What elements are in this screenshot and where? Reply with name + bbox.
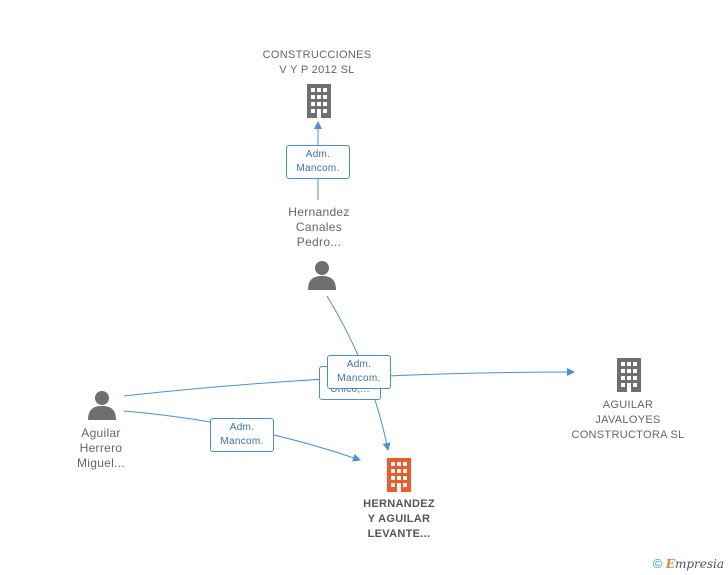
node-label-line: Hernandez: [288, 205, 350, 219]
edge-label-top[interactable]: Adm. Mancom.: [286, 145, 350, 179]
brand-logo: Empresia: [666, 557, 724, 571]
edge-label-line: Mancom.: [296, 163, 340, 174]
building-icon[interactable]: [614, 358, 644, 392]
node-label-line: Pedro...: [296, 235, 342, 249]
node-label-line: Y AGUILAR: [367, 513, 431, 525]
person-icon[interactable]: [307, 260, 337, 290]
footer-brand: © Empresia: [653, 556, 724, 571]
brand-rest: mpresia: [674, 557, 724, 571]
node-label-line: V Y P 2012 SL: [279, 64, 355, 76]
node-label-line: AGUILAR: [602, 399, 654, 411]
edge-label-line: Mancom.: [337, 373, 381, 384]
edge-label-middle-front[interactable]: Adm. Mancom.: [327, 355, 391, 389]
edge-label-line: Adm.: [346, 359, 372, 370]
edge-label-line: Adm.: [229, 422, 255, 433]
node-label-line: Aguilar: [81, 426, 121, 440]
node-label-hernandez-aguilar[interactable]: HERNANDEZ Y AGUILAR LEVANTE...: [340, 497, 458, 542]
node-label-line: LEVANTE...: [367, 528, 431, 540]
node-label-line: Herrero: [79, 441, 123, 455]
edge-label-line: Adm.: [305, 149, 331, 160]
node-label-aguilar-herrero[interactable]: Aguilar Herrero Miguel...: [56, 426, 146, 471]
copyright-icon: ©: [652, 556, 663, 571]
node-label-construcciones[interactable]: CONSTRUCCIONES V Y P 2012 SL: [250, 48, 384, 78]
node-label-line: Canales: [295, 220, 343, 234]
node-label-line: CONSTRUCTORA SL: [571, 429, 685, 441]
node-label-line: CONSTRUCCIONES: [262, 49, 372, 61]
node-label-line: Miguel...: [76, 456, 126, 470]
brand-initial: E: [665, 557, 675, 571]
edge-label-line: Mancom.: [220, 436, 264, 447]
node-label-aguilar-javaloyes[interactable]: AGUILAR JAVALOYES CONSTRUCTORA SL: [560, 398, 696, 443]
building-icon[interactable]: [384, 458, 414, 492]
person-icon[interactable]: [87, 390, 117, 420]
edge-label-line: Unico,...: [330, 384, 370, 395]
edge-label-bottom[interactable]: Adm. Mancom.: [210, 418, 274, 452]
node-label-line: HERNANDEZ: [363, 498, 435, 510]
node-label-hernandez-canales[interactable]: Hernandez Canales Pedro...: [270, 205, 368, 250]
building-icon[interactable]: [304, 84, 334, 118]
node-label-line: JAVALOYES: [595, 414, 661, 426]
